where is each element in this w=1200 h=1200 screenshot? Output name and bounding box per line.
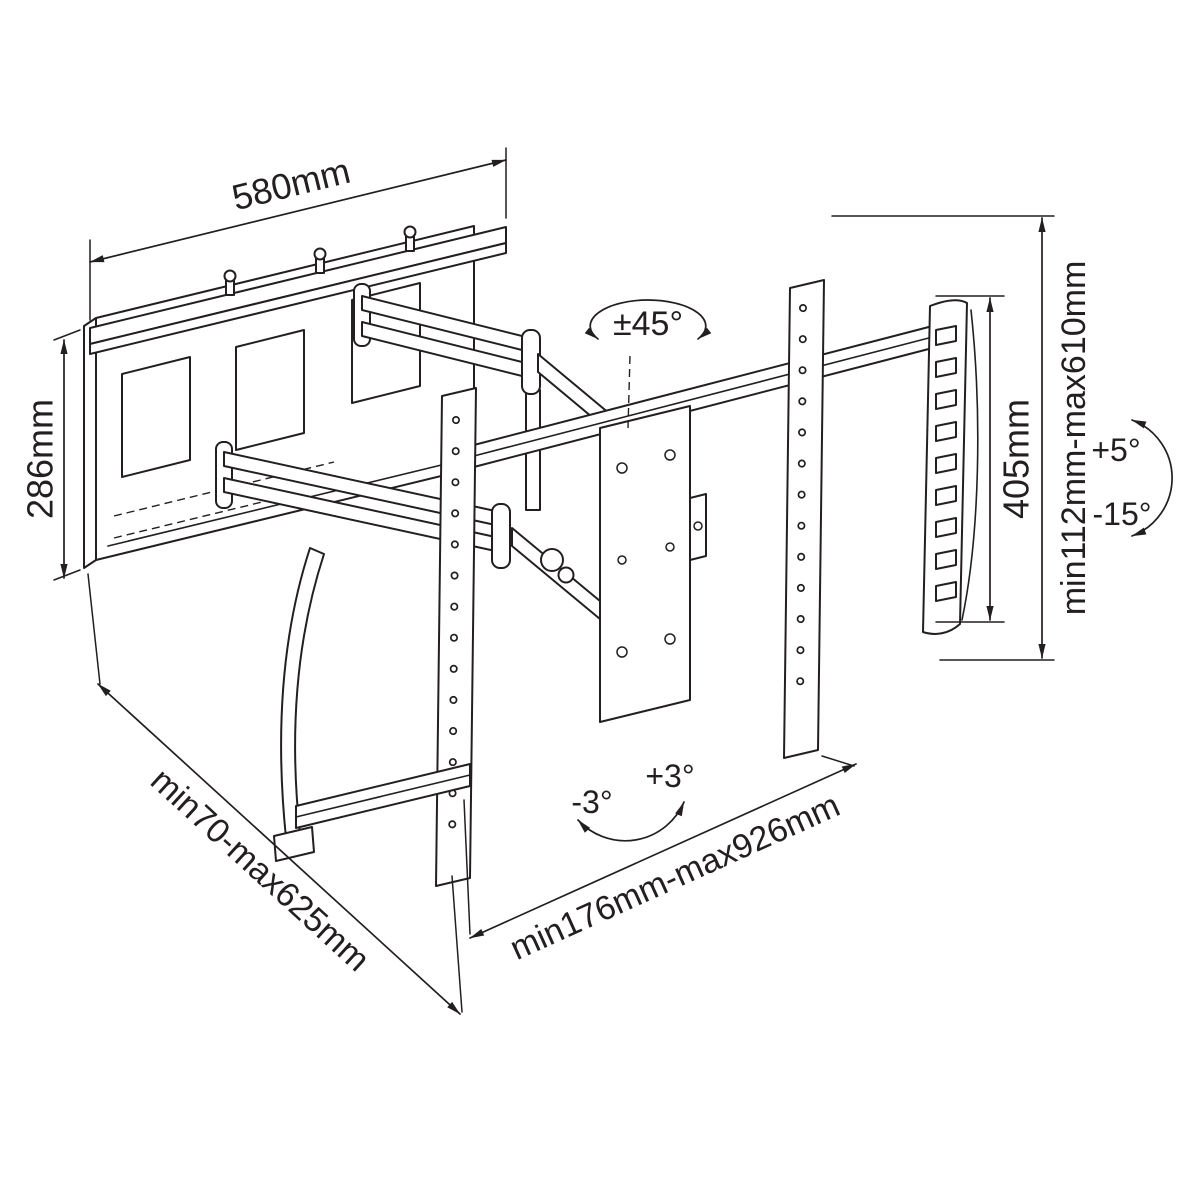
vesa-hole (665, 542, 675, 552)
dim-swivel-angle: ±45° (584, 299, 712, 429)
rail-hole-column-inner (449, 417, 459, 857)
tv-rail-side-profile (922, 299, 979, 635)
tilt-arc (1131, 419, 1173, 537)
side-profile-rungs (935, 325, 957, 602)
elbow-pivot (491, 503, 511, 569)
extension-line (53, 329, 81, 341)
dimension-line (469, 763, 857, 939)
dim-label-580mm: 580mm (228, 150, 354, 218)
curved-profile-band (280, 547, 325, 839)
wall-plate-cutout (235, 329, 305, 451)
wall-plate-flange (83, 317, 97, 569)
dim-wall-plate-height: 286mm (20, 329, 81, 581)
dim-label-level-left: -3° (571, 784, 612, 820)
dimension-line (97, 683, 461, 1015)
dim-label-vesa-range: min112mm-max610mm (1055, 261, 1093, 616)
dim-rail-height: 405mm (935, 295, 1037, 623)
extension-line (821, 755, 855, 767)
vesa-hole (617, 555, 627, 565)
extension-line (87, 573, 101, 685)
wall-plate-cutout (121, 356, 191, 478)
tv-rail-right (783, 279, 825, 759)
dim-label-405mm: 405mm (996, 399, 1037, 519)
bolt-head (313, 247, 327, 261)
side-profile-contour (961, 309, 979, 621)
bolt-head (223, 269, 237, 283)
extension-line (53, 569, 81, 581)
dim-level-angle: -3° +3° (571, 758, 695, 842)
dim-label-286mm: 286mm (20, 399, 61, 519)
dim-label-tilt-up: +5° (1091, 432, 1140, 468)
dim-label-swivel: ±45° (613, 305, 683, 343)
bolt-head (403, 225, 417, 239)
vesa-clamp-screw (693, 521, 703, 531)
hinge-knuckle (540, 548, 564, 572)
vesa-hole (616, 646, 628, 658)
wall-plate (83, 225, 475, 569)
curved-profile-foot (273, 826, 315, 862)
vesa-plate-body (599, 405, 691, 723)
crossbar-midline (469, 332, 949, 458)
crossbar (469, 321, 949, 469)
tv-rail-left (435, 387, 477, 887)
swivel-arc (584, 299, 712, 340)
vesa-hole (664, 449, 676, 461)
dim-vesa-height-range: min112mm-max610mm (831, 215, 1093, 661)
dim-label-extension-range: min70-max625mm (143, 761, 377, 979)
dim-label-tilt-down: -15° (1092, 496, 1151, 532)
vesa-hole (664, 633, 676, 645)
dim-tilt-angle: +5° -15° (1091, 419, 1173, 537)
hinge-knuckle (557, 566, 575, 584)
level-arc (577, 801, 685, 842)
vesa-plate (599, 405, 707, 723)
dim-label-level-right: +3° (645, 758, 694, 794)
dim-label-depth-range: min176mm-max926mm (504, 786, 845, 968)
dimension-line (89, 159, 507, 263)
rail-body (783, 279, 825, 759)
extension-line (451, 875, 463, 1013)
extension-line (463, 799, 471, 935)
vesa-hole (616, 462, 628, 474)
articulating-arm-lower (215, 441, 607, 625)
